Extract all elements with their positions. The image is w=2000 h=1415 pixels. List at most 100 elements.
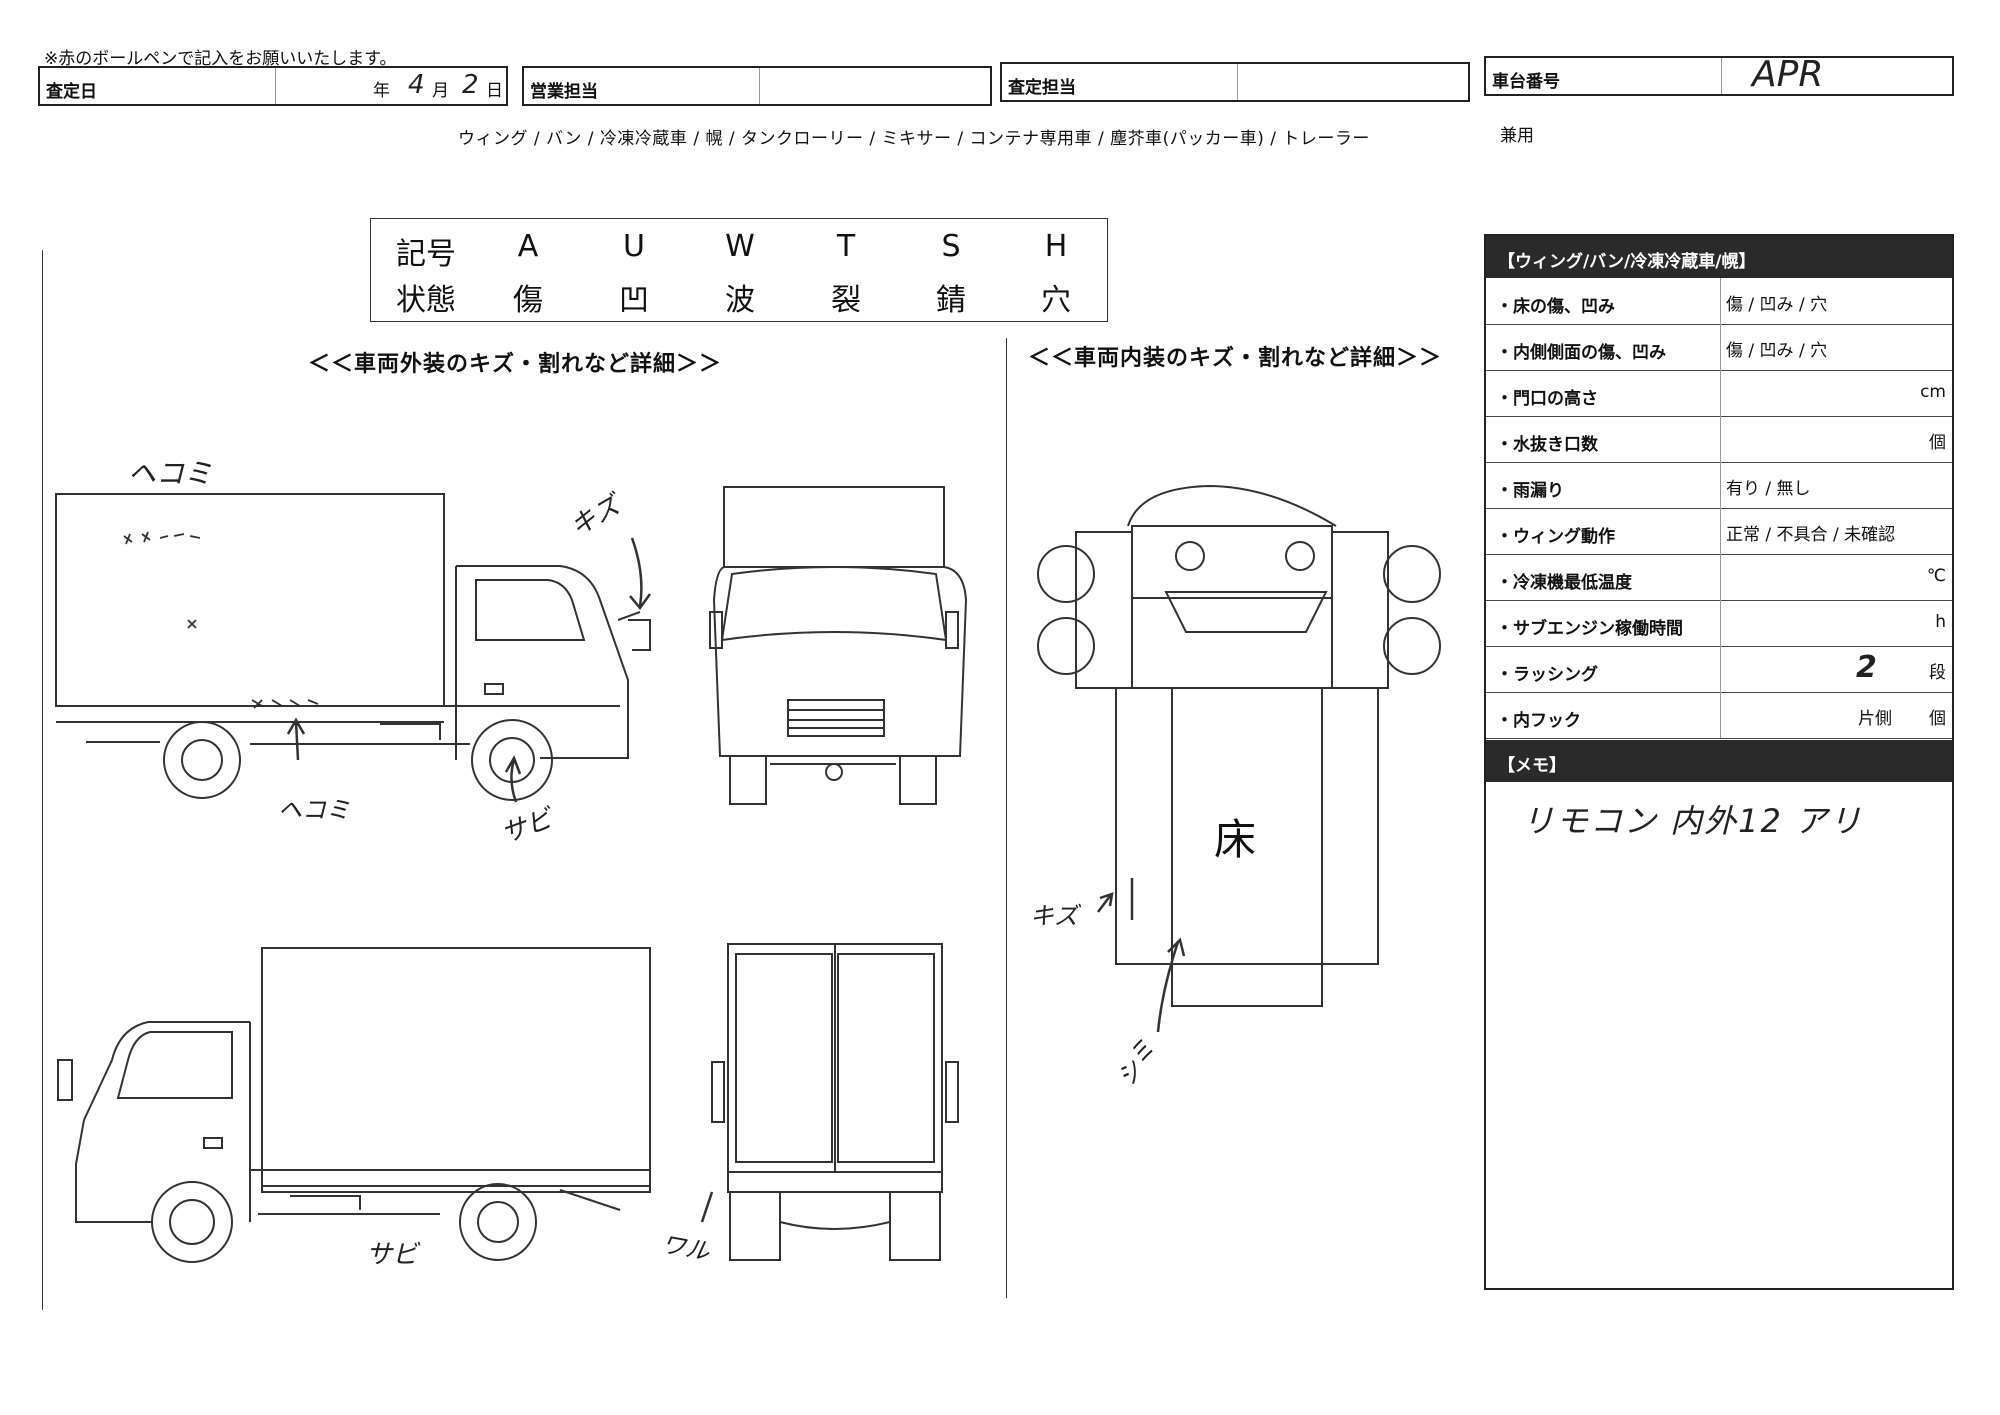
scribble-marks: [123, 531, 319, 709]
satei-tanto-box[interactable]: 査定担当: [1000, 62, 1470, 102]
divider: [1720, 692, 1721, 738]
legend-r2-1: 傷: [513, 283, 543, 318]
row-options: 傷 / 凹み / 穴: [1726, 295, 1828, 315]
annotation-kizu-interior: キズ: [1030, 902, 1078, 930]
legend-r1-1: A: [517, 229, 539, 264]
row-label: ・床の傷、凹み: [1496, 297, 1615, 317]
divider: [1720, 646, 1721, 692]
divider: [1720, 554, 1721, 600]
instruction-note: ※赤のボールペンで記入をお願いいたします。: [44, 49, 397, 69]
memo-text[interactable]: リモコン 内外12 アリ: [1522, 802, 1864, 840]
truck-front-view: [709, 486, 968, 805]
row-drain-count[interactable]: ・水抜き口数 個: [1486, 416, 1952, 463]
interior-top-view: [1037, 484, 1441, 1007]
eigyo-label: 営業担当: [530, 82, 598, 102]
floor-label: 床: [1214, 815, 1257, 864]
annotation-hekomi-top: ヘコミ: [128, 457, 213, 490]
spec-panel-header: 【ウィング/バン/冷凍冷蔵車/幌】: [1486, 236, 1952, 278]
memo-header: 【メモ】: [1486, 740, 1952, 782]
annotation-waru-rear: ワル: [659, 1230, 712, 1266]
row-options: 正常 / 不具合 / 未確認: [1726, 525, 1896, 545]
row-mid: 片側: [1858, 709, 1892, 729]
satei-tanto-label: 査定担当: [1008, 78, 1076, 98]
eigyo-box[interactable]: 営業担当: [522, 66, 992, 106]
symbol-legend: 記号 A U W T S H 状態 傷 凹 波 裂 錆 穴: [370, 218, 1108, 322]
annotation-hekomi-bottom: ヘコミ: [278, 796, 350, 824]
divider: [1720, 462, 1721, 508]
divider: [759, 68, 760, 104]
row-inner-hook[interactable]: ・内フック 片側 個: [1486, 692, 1952, 739]
row-wing-operation[interactable]: ・ウィング動作 正常 / 不具合 / 未確認: [1486, 508, 1952, 555]
legend-r2-4: 裂: [831, 283, 861, 318]
legend-r2-0: 状態: [396, 283, 456, 318]
divider: [1237, 64, 1238, 100]
row-label: ・内側側面の傷、凹み: [1496, 343, 1666, 363]
satei-date-box[interactable]: 査定日 年 4 月 2 日: [38, 66, 508, 106]
divider: [1720, 416, 1721, 462]
row-label: ・内フック: [1496, 711, 1581, 731]
row-side-damage[interactable]: ・内側側面の傷、凹み 傷 / 凹み / 穴: [1486, 324, 1952, 371]
shadai-box[interactable]: 車台番号 APR: [1484, 54, 1954, 96]
row-rain-leak[interactable]: ・雨漏り 有り / 無し: [1486, 462, 1952, 509]
memo-title: 【メモ】: [1498, 756, 1566, 776]
day-mark: 日: [486, 81, 503, 101]
truck-side-view-left: [57, 947, 651, 1263]
row-floor-damage[interactable]: ・床の傷、凹み 傷 / 凹み / 穴: [1486, 278, 1952, 325]
row-unit: 個: [1929, 433, 1946, 453]
row-door-height[interactable]: ・門口の高さ cm: [1486, 370, 1952, 417]
exterior-title: ＜＜車両外装のキズ・割れなど詳細＞＞: [308, 352, 723, 377]
spec-panel-title: 【ウィング/バン/冷凍冷蔵車/幌】: [1498, 252, 1756, 272]
row-label: ・ラッシング: [1496, 665, 1598, 685]
row-label: ・門口の高さ: [1496, 389, 1598, 409]
legend-r1-6: H: [1044, 229, 1068, 264]
legend-r1-4: T: [836, 229, 856, 264]
legend-r1-3: W: [725, 229, 755, 264]
row-sub-engine-hours[interactable]: ・サブエンジン稼働時間 h: [1486, 600, 1952, 647]
truck-side-view-right: [55, 493, 651, 801]
annotation-shimi: シミ: [1112, 1034, 1161, 1091]
divider: [1720, 278, 1721, 324]
lashing-value: 2: [1856, 650, 1877, 685]
day-value: 2: [462, 70, 479, 100]
row-unit: ℃: [1926, 566, 1946, 586]
left-frame-line: [42, 250, 43, 1310]
divider: [1720, 370, 1721, 416]
row-lashing[interactable]: ・ラッシング 2 段: [1486, 646, 1952, 693]
legend-r2-6: 穴: [1041, 283, 1071, 318]
divider: [1720, 600, 1721, 646]
middle-frame-line: [1006, 338, 1007, 1298]
month-mark: 月: [432, 81, 449, 101]
divider: [1720, 508, 1721, 554]
legend-r2-5: 錆: [936, 283, 966, 318]
row-min-temp[interactable]: ・冷凍機最低温度 ℃: [1486, 554, 1952, 601]
annotation-arrows: [286, 537, 1186, 1223]
row-label: ・ウィング動作: [1496, 527, 1615, 547]
row-unit: h: [1935, 612, 1946, 632]
row-label: ・雨漏り: [1496, 481, 1564, 501]
annotation-kizu-cab: キズ: [565, 490, 626, 543]
row-options: 傷 / 凹み / 穴: [1726, 341, 1828, 361]
row-label: ・サブエンジン稼働時間: [1496, 619, 1683, 639]
interior-title: ＜＜車両内装のキズ・割れなど詳細＞＞: [1028, 346, 1443, 371]
row-options: 有り / 無し: [1726, 479, 1811, 499]
legend-r1-5: S: [941, 229, 961, 264]
divider: [1720, 324, 1721, 370]
row-unit: 個: [1929, 709, 1946, 729]
row-label: ・水抜き口数: [1496, 435, 1598, 455]
annotation-sabi-lower: サビ: [366, 1240, 419, 1270]
divider: [275, 68, 276, 104]
legend-r1-0: 記号: [396, 237, 456, 272]
legend-r2-3: 波: [725, 283, 755, 318]
annotation-sabi-wheel: サビ: [497, 803, 557, 850]
spec-panel: 【ウィング/バン/冷凍冷蔵車/幌】 ・床の傷、凹み 傷 / 凹み / 穴 ・内側…: [1484, 234, 1954, 1290]
row-unit: 段: [1929, 663, 1946, 683]
vehicle-type-list: ウィング / バン / 冷凍冷蔵車 / 幌 / タンクローリー / ミキサー /…: [458, 129, 1370, 149]
truck-rear-view: [711, 943, 959, 1261]
month-value: 4: [408, 70, 425, 100]
divider: [1721, 58, 1722, 94]
row-label: ・冷凍機最低温度: [1496, 573, 1632, 593]
legend-r2-2: 凹: [619, 283, 649, 318]
legend-r1-2: U: [623, 229, 645, 264]
kenyo-label: 兼用: [1500, 126, 1534, 146]
shadai-label: 車台番号: [1492, 72, 1560, 92]
